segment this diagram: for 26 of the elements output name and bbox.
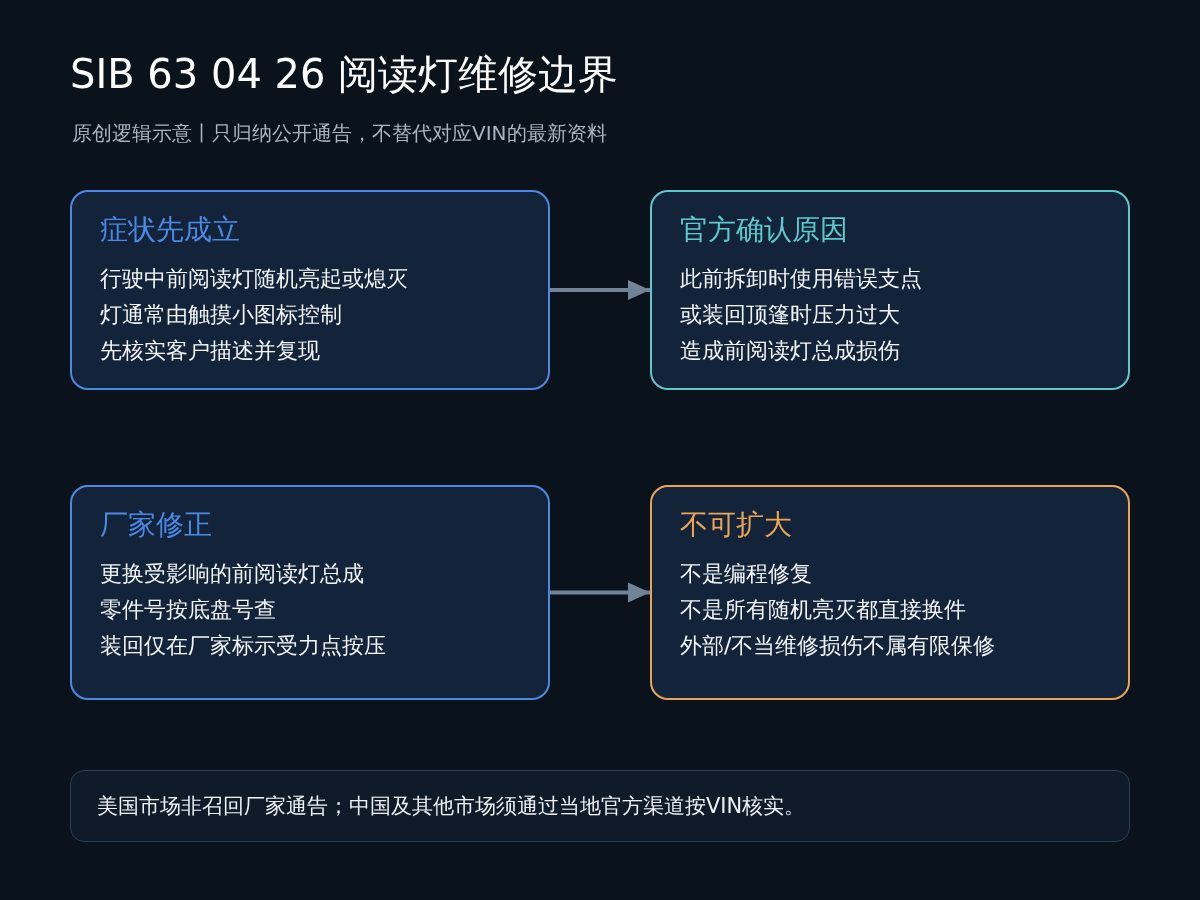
card-text-line: 此前拆卸时使用错误支点 [680, 265, 922, 293]
subtitle-note: 原创逻辑示意丨只归纳公开通告，不替代对应VIN的最新资料 [72, 120, 607, 147]
card-text-line: 更换受影响的前阅读灯总成 [100, 560, 364, 588]
card-text-line: 造成前阅读灯总成损伤 [680, 337, 900, 365]
step-card [650, 190, 1130, 390]
footnote-text: 美国市场非召回厂家通告；中国及其他市场须通过当地官方渠道按VIN核实。 [97, 793, 806, 820]
card-heading: 不可扩大 [680, 507, 792, 543]
card-heading: 厂家修正 [100, 507, 212, 543]
card-text-line: 行驶中前阅读灯随机亮起或熄灭 [100, 265, 408, 293]
step-card [650, 485, 1130, 700]
card-text-line: 不是编程修复 [680, 560, 812, 588]
arrow [550, 583, 650, 603]
card-heading: 官方确认原因 [680, 212, 848, 248]
note-box [70, 770, 1130, 842]
arrow [550, 280, 650, 300]
diagram-title: SIB 63 04 26 阅读灯维修边界 [70, 50, 619, 99]
card-text-line: 外部/不当维修损伤不属有限保修 [680, 632, 996, 660]
card-text-line: 或装回顶篷时压力过大 [680, 301, 900, 329]
card-text-line: 灯通常由触摸小图标控制 [100, 301, 342, 329]
card-text-line: 零件号按底盘号查 [100, 596, 276, 624]
card-heading: 症状先成立 [100, 212, 240, 248]
step-card [70, 485, 550, 700]
step-card [70, 190, 550, 390]
card-text-line: 不是所有随机亮灭都直接换件 [680, 596, 966, 624]
card-text-line: 装回仅在厂家标示受力点按压 [100, 632, 386, 660]
card-text-line: 先核实客户描述并复现 [100, 337, 320, 365]
